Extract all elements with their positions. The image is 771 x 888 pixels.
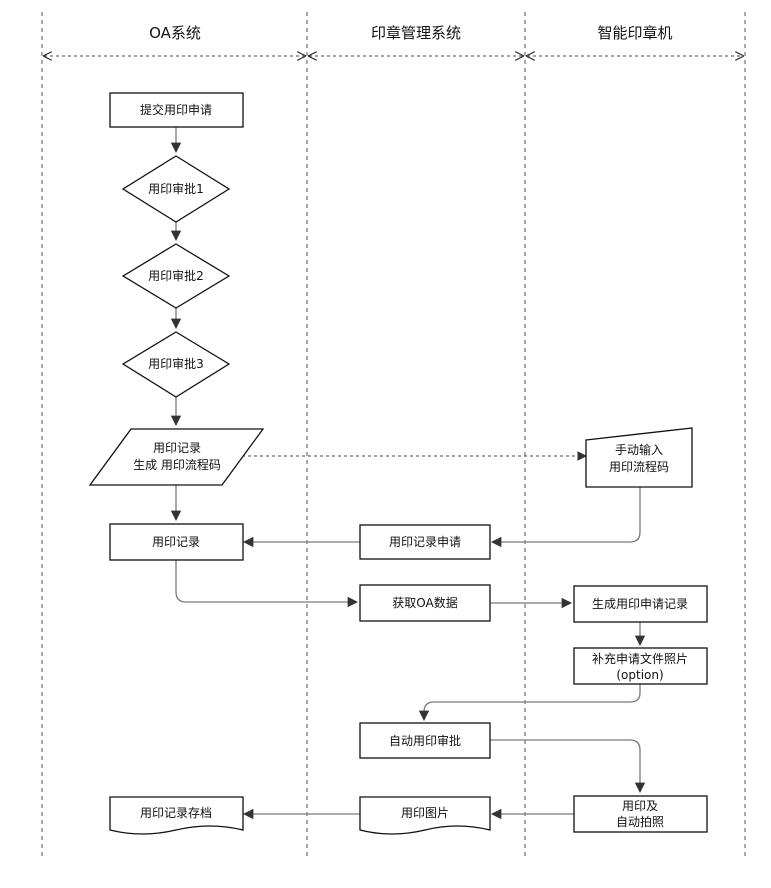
doc-seal-record-archive-text: 用印记录存档 <box>140 806 212 820</box>
arrow-auto-approve-to-stamp-photo <box>490 739 646 794</box>
decision-approval-3-text: 用印审批3 <box>148 356 204 371</box>
node-fetch-oa-data <box>359 584 491 622</box>
lane-title-seal-mgmt: 印章管理系统 <box>371 24 461 42</box>
node-seal-record-application <box>359 524 491 560</box>
node-auto-approval <box>359 722 491 759</box>
node-stamp-and-photo-line2: 自动拍照 <box>616 814 664 829</box>
io-generate-process-code <box>88 428 265 486</box>
arrow-manual-input-to-record-apply <box>490 487 641 548</box>
node-oa-seal-record <box>109 523 244 561</box>
decision-approval-2-text: 用印审批2 <box>148 268 204 283</box>
lane-title-oa: OA系统 <box>149 24 201 42</box>
manual-input-process-code <box>585 427 693 488</box>
doc-seal-record-archive <box>109 796 244 835</box>
arrow-oa-record-to-get-oa <box>175 560 359 608</box>
lane-title-machine: 智能印章机 <box>597 24 672 42</box>
manual-input-process-code-line1: 手动输入 <box>615 442 663 457</box>
node-submit-application-text: 提交用印申请 <box>140 102 212 117</box>
doc-seal-image <box>359 796 491 835</box>
node-fetch-oa-data-text: 获取OA数据 <box>392 595 457 610</box>
node-oa-seal-record-text: 用印记录 <box>152 535 200 549</box>
doc-seal-image-text: 用印图片 <box>401 806 449 820</box>
io-generate-process-code-line2: 生成 用印流程码 <box>133 457 221 472</box>
decision-approval-1-text: 用印审批1 <box>148 181 204 196</box>
arrow-supplement-to-auto-approve <box>418 684 641 722</box>
node-generate-application-record-text: 生成用印申请记录 <box>592 597 688 611</box>
node-submit-application <box>109 92 244 128</box>
manual-input-process-code-line2: 用印流程码 <box>609 459 669 474</box>
node-auto-approval-text: 自动用印审批 <box>389 733 461 748</box>
io-generate-process-code-line1: 用印记录 <box>153 441 201 455</box>
node-generate-application-record <box>573 585 708 623</box>
node-supplement-photos-line2: (option) <box>616 668 663 682</box>
node-supplement-photos-line1: 补充申请文件照片 <box>592 651 688 666</box>
decision-approval-1 <box>121 155 231 223</box>
node-seal-record-application-text: 用印记录申请 <box>389 535 461 549</box>
node-stamp-and-photo <box>573 795 708 833</box>
decision-approval-2 <box>121 243 231 309</box>
node-stamp-and-photo-line1: 用印及 <box>622 799 658 813</box>
decision-approval-3 <box>121 331 231 398</box>
node-supplement-photos <box>573 647 708 685</box>
